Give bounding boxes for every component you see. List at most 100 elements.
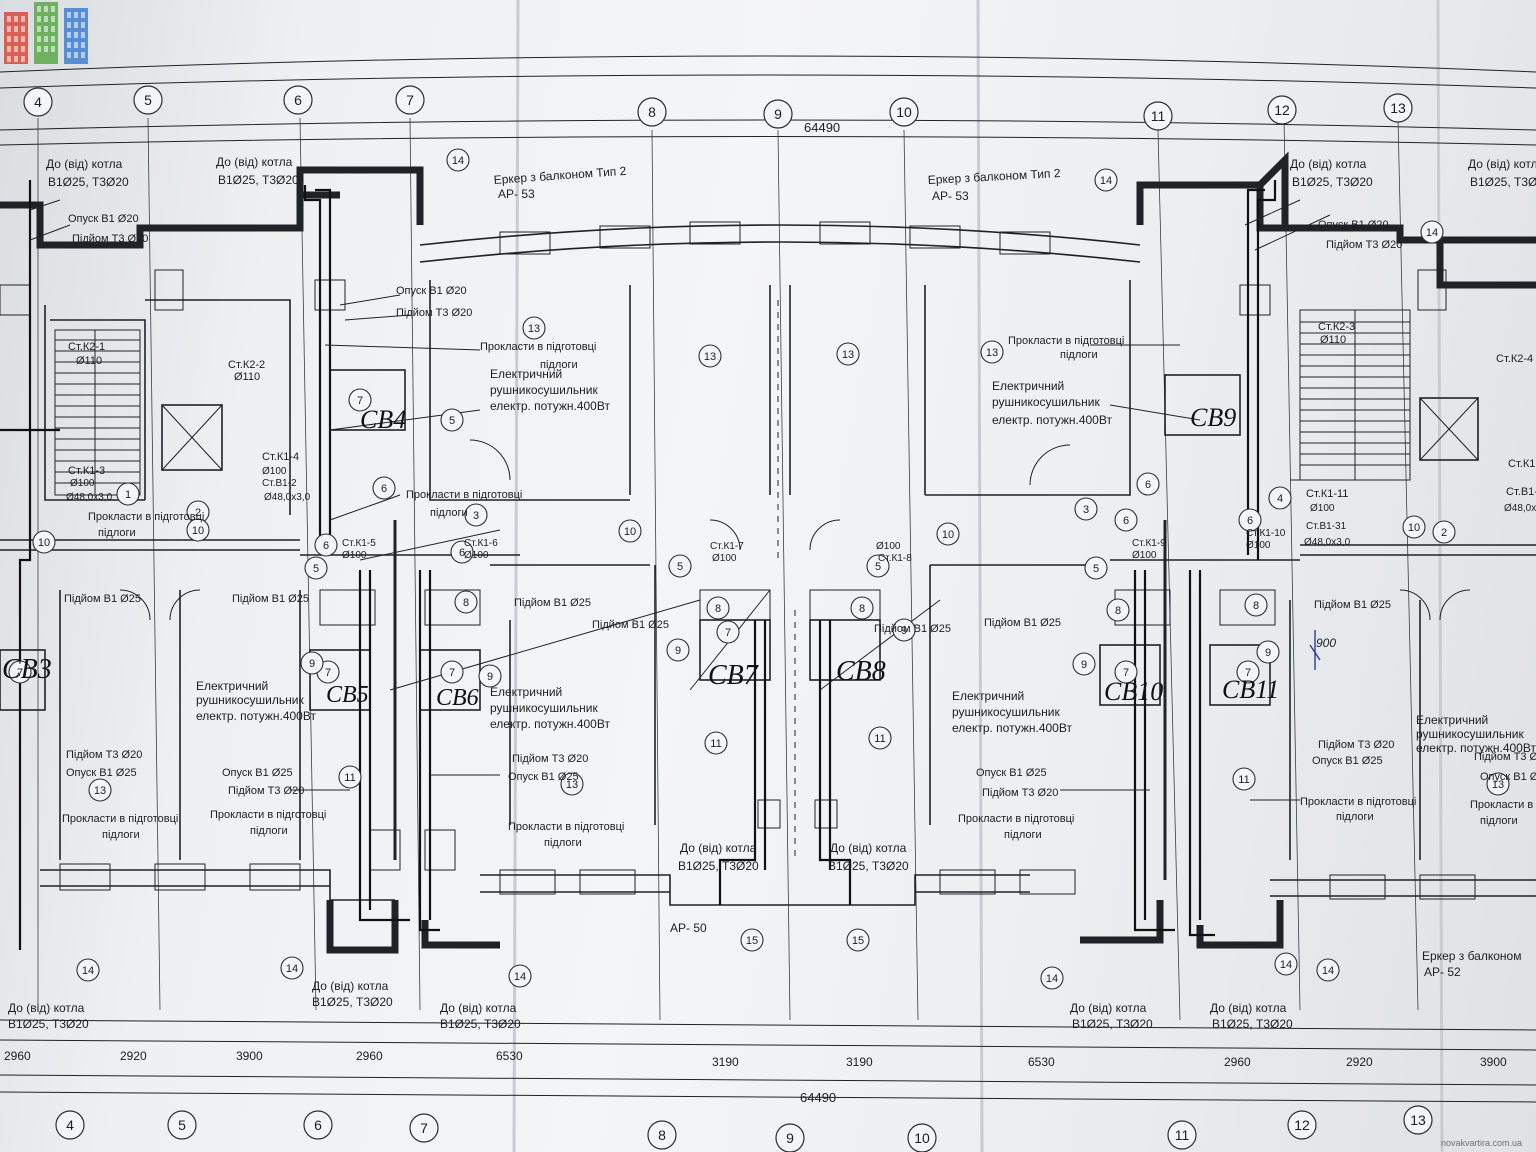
paper-fold: [1436, 0, 1444, 1152]
axis-marker-bottom: [775, 1123, 805, 1152]
ap-reference: АР- 52: [1424, 965, 1461, 979]
room-number: 10: [942, 529, 954, 541]
watermark-window: [21, 46, 25, 52]
room-number: 9: [1081, 659, 1087, 671]
plan-note: підлоги: [1060, 349, 1098, 361]
room-number: 10: [38, 537, 50, 549]
room-marker: [8, 660, 32, 684]
cv-unit-label: CB11: [1222, 675, 1279, 704]
watermark-window: [81, 42, 85, 48]
watermark-window: [37, 36, 41, 42]
room-marker: [1432, 520, 1456, 544]
segment-dimension: 3900: [236, 1049, 263, 1063]
room-marker: [850, 596, 874, 620]
axis-marker-top: [763, 99, 793, 129]
overall-dimension-top: 64490: [804, 120, 840, 135]
axis-marker-bottom: [303, 1110, 333, 1140]
axis-number: 10: [914, 1130, 930, 1146]
watermark-window: [7, 16, 11, 22]
plan-note: Опуск В1 Ø25: [976, 767, 1047, 779]
riser-label: Ст.К1-4: [262, 451, 299, 463]
staircase-right: [1299, 309, 1411, 481]
plan-note: Підйом Т3 Ø20: [396, 307, 472, 319]
plan-note: Підйом Т3 Ø20: [1474, 751, 1536, 763]
plan-note: В1Ø25, Т3Ø20: [48, 175, 129, 189]
room-marker: [372, 476, 396, 500]
room-marker: [1114, 660, 1138, 684]
room-number: 7: [449, 667, 455, 679]
plan-note: В1Ø25, Т3Ø20: [312, 995, 393, 1009]
cv-unit-label: CB4: [360, 405, 406, 434]
water-pipes: [0, 180, 1277, 950]
watermark-window: [21, 36, 25, 42]
plan-note: Підйом В1 Ø25: [984, 617, 1061, 629]
ap-reference: АР- 50: [670, 921, 707, 935]
cv-unit-label: CB10: [1104, 677, 1163, 706]
room-number: 13: [528, 323, 540, 335]
room-marker: [666, 638, 690, 662]
axis-number: 4: [66, 1117, 74, 1133]
riser-label: Ø48,0х3: [1504, 503, 1536, 514]
axis-marker-top: [889, 97, 919, 127]
watermark-window: [37, 26, 41, 32]
axis-marker-top: [1267, 95, 1297, 125]
room-number: 2: [1441, 527, 1447, 539]
interior-walls: [0, 280, 1536, 880]
room-number: 6: [1247, 515, 1253, 527]
plan-note: Підйом В1 Ø25: [232, 593, 309, 605]
plan-note: Опуск В1 Ø20: [396, 285, 467, 297]
axis-number: 9: [786, 1130, 794, 1146]
watermark-window: [67, 42, 71, 48]
watermark-window: [44, 16, 48, 22]
axis-marker-top: [637, 97, 667, 127]
axis-number: 6: [294, 92, 302, 108]
riser-label: Ø110: [1320, 334, 1346, 346]
segment-dimension: 6530: [496, 1049, 523, 1063]
room-marker: [618, 519, 642, 543]
watermark-window: [81, 12, 85, 18]
segment-dimension: 2920: [1346, 1055, 1373, 1069]
room-number: 6: [459, 547, 465, 559]
watermark-window: [51, 26, 55, 32]
room-marker: [1074, 497, 1098, 521]
watermark-window: [7, 56, 11, 62]
room-number: 7: [1245, 667, 1251, 679]
axis-marker-bottom: [647, 1120, 677, 1150]
room-marker: [1486, 772, 1510, 796]
room-number: 6: [1123, 515, 1129, 527]
room-number: 14: [1280, 959, 1292, 971]
plan-note: підлоги: [102, 829, 140, 841]
plan-note: Прокласти в підготовці: [210, 809, 326, 821]
room-number: 14: [1426, 227, 1438, 239]
riser-label: Ø100: [876, 541, 901, 552]
room-number: 8: [715, 603, 721, 615]
plan-note: Опуск В1 Ø25: [508, 771, 579, 783]
room-marker: [446, 148, 470, 172]
watermark-window: [44, 46, 48, 52]
plan-note: Опуск В1 Ø25: [66, 767, 137, 779]
cv-unit-label: CB9: [1190, 403, 1236, 432]
riser-label: Ст.В1-31: [1306, 521, 1347, 532]
riser-label: Ст.В1-2: [262, 478, 297, 489]
segment-dimension: 6530: [1028, 1055, 1055, 1069]
plan-note: електр. потужн.400Вт: [196, 709, 316, 723]
plan-note: Підйом Т3 Ø20: [72, 233, 148, 245]
room-marker: [704, 731, 728, 755]
room-marker: [88, 778, 112, 802]
room-marker: [1316, 958, 1340, 982]
plan-note: В1Ø25, Т3Ø20: [1072, 1017, 1153, 1031]
room-marker: [1040, 966, 1064, 990]
room-marker: [440, 660, 464, 684]
segment-dimension: 3900: [1480, 1055, 1507, 1069]
axis-number: 5: [178, 1117, 186, 1133]
riser-label: Ст.К2-4: [1496, 353, 1533, 365]
watermark-window: [37, 6, 41, 12]
room-marker: [280, 956, 304, 980]
room-marker: [1106, 598, 1130, 622]
room-marker: [980, 340, 1004, 364]
plan-note: електр. потужн.400Вт: [490, 717, 610, 731]
